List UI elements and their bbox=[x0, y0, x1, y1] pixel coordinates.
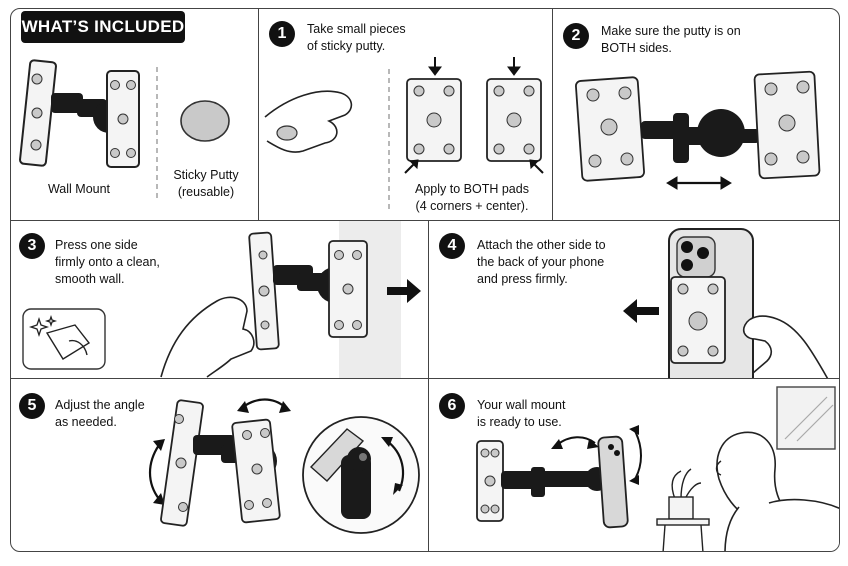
cloth-wipe-icon bbox=[22, 308, 106, 370]
putty-sublabel: (reusable) bbox=[177, 185, 235, 199]
step-1-illustration bbox=[264, 57, 544, 209]
step-badge: 1 bbox=[269, 21, 295, 47]
step-text-line: the back of your phone bbox=[477, 255, 605, 269]
wall-mount-label: Wall Mount bbox=[47, 182, 111, 196]
step-badge: 5 bbox=[19, 393, 45, 419]
step-text-line: Attach the other side to bbox=[477, 238, 606, 252]
section-title: WHAT’S INCLUDED bbox=[21, 11, 185, 43]
step-badge: 6 bbox=[439, 393, 465, 419]
step-text-line: Your wall mount bbox=[477, 398, 566, 412]
diagonal-arrow-icon bbox=[404, 159, 544, 174]
sparkle-icon bbox=[28, 314, 58, 338]
right-arrow-icon bbox=[387, 279, 421, 303]
putty-drawing bbox=[180, 100, 230, 142]
step-text-line: smooth wall. bbox=[55, 272, 125, 286]
putty-piece bbox=[276, 125, 298, 141]
step-text-line: Adjust the angle bbox=[55, 398, 145, 412]
step-text-line: firmly onto a clean, bbox=[55, 255, 160, 269]
step-6-illustration bbox=[476, 386, 839, 551]
panel-step-2: 2 Make sure the putty is on BOTH sides. bbox=[552, 8, 840, 222]
step-2-illustration bbox=[575, 70, 821, 190]
step-badge: 3 bbox=[19, 233, 45, 259]
step-text-line: is ready to use. bbox=[477, 415, 562, 429]
down-arrow-icon bbox=[428, 57, 521, 76]
step-1-note: Apply to BOTH pads bbox=[415, 182, 529, 196]
double-arrow-icon bbox=[666, 176, 732, 190]
step-badge: 4 bbox=[439, 233, 465, 259]
panel-step-1: 1 Take small pieces of sticky putty. bbox=[258, 8, 554, 222]
step-text-line: Press one side bbox=[55, 238, 138, 252]
step-3-illustration bbox=[22, 231, 421, 378]
step-text-line: of sticky putty. bbox=[307, 39, 386, 53]
step-badge: 2 bbox=[563, 23, 589, 49]
wall-mount-drawing bbox=[19, 59, 140, 168]
step-1-note: (4 corners + center). bbox=[415, 199, 529, 213]
step-5-illustration bbox=[148, 398, 420, 534]
included-illustration bbox=[19, 59, 230, 199]
panel-whats-included: WHAT’S INCLUDED Wall Mount bbox=[10, 8, 260, 222]
step-4-illustration bbox=[623, 228, 829, 379]
putty-label: Sticky Putty bbox=[173, 168, 239, 182]
left-arrow-icon bbox=[623, 299, 659, 323]
step-text-line: Make sure the putty is on bbox=[601, 24, 741, 38]
panel-step-6: 6 Your wall mount is ready to use. bbox=[428, 378, 840, 552]
panel-step-3: 3 Press one side firmly onto a clean, sm… bbox=[10, 220, 430, 380]
step-text-line: BOTH sides. bbox=[601, 41, 672, 55]
panel-step-4: 4 Attach the other side to the back of y… bbox=[428, 220, 840, 380]
panel-step-5: 5 Adjust the angle as needed. bbox=[10, 378, 430, 552]
step-text-line: and press firmly. bbox=[477, 272, 568, 286]
step-text-line: Take small pieces bbox=[307, 22, 406, 36]
step-text-line: as needed. bbox=[55, 415, 117, 429]
